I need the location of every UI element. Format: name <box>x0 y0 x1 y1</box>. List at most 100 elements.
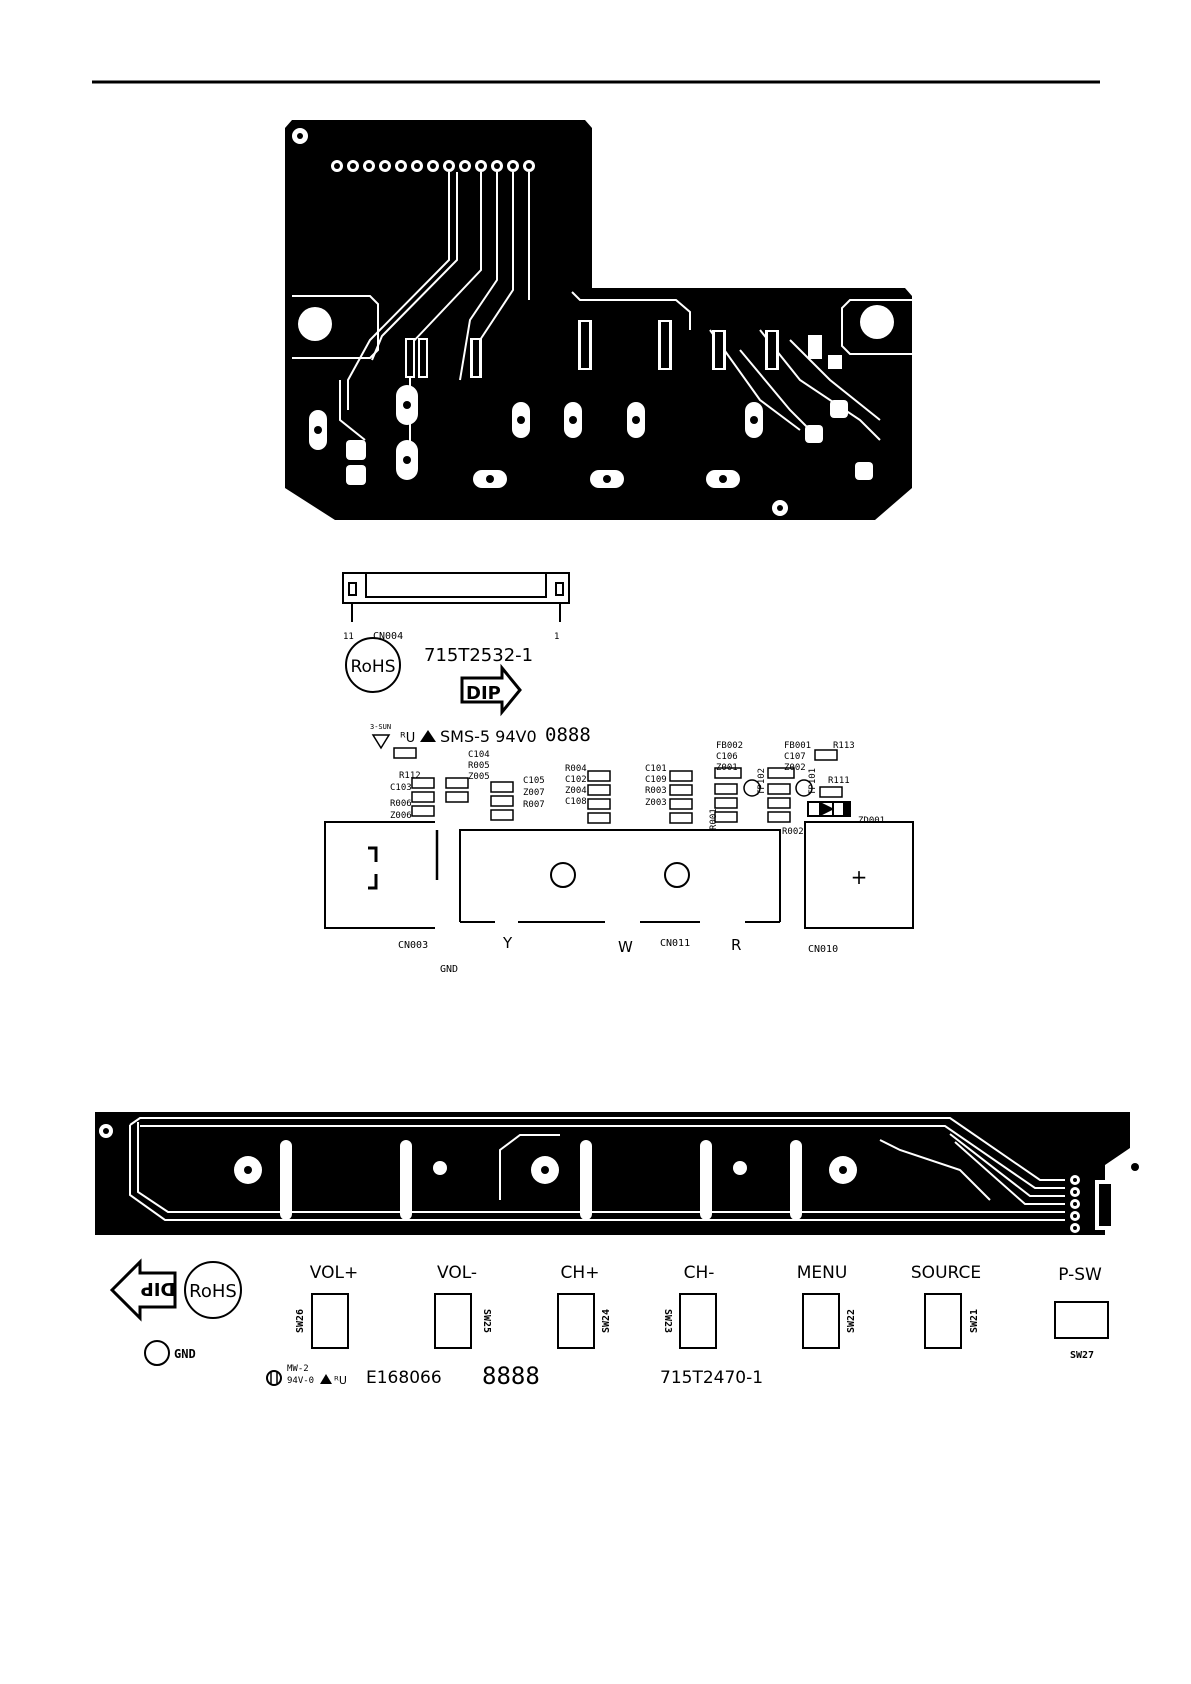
board-a-labels: 11 CN004 1 RoHS 715T2532-1 DIP 3-SUN ᴿU … <box>343 631 885 975</box>
board-b-copper-layer <box>95 1112 1139 1235</box>
component-label: Z004 <box>565 786 587 796</box>
cn010-label: CN010 <box>808 944 838 955</box>
dip-label: DIP <box>466 683 501 704</box>
board-a-material-code: SMS-5 94V0 <box>440 727 537 746</box>
component-label: R111 <box>828 776 850 786</box>
switch-outline <box>802 1293 840 1349</box>
switch-label: SW27 <box>1070 1350 1094 1361</box>
component-label: R005 <box>468 761 490 771</box>
ul-mark-icon: ᴿU <box>400 731 415 746</box>
switch-outline <box>434 1293 472 1349</box>
component-label: C106 <box>716 752 738 762</box>
dip-arrow-outline <box>460 663 522 717</box>
button-source: SOURCE SW21 <box>911 1263 981 1349</box>
component-label: R001 <box>709 808 719 830</box>
cn004-pin-first-label: 11 <box>343 632 354 642</box>
zd001-diode <box>807 801 851 817</box>
component-label: R112 <box>399 771 421 781</box>
component-label: C108 <box>565 797 587 807</box>
component-label: C104 <box>468 750 490 760</box>
cert-code: E168066 <box>366 1368 442 1388</box>
component-label: C109 <box>645 775 667 785</box>
switch-label: SW23 <box>662 1309 673 1333</box>
component-label: R004 <box>565 764 587 774</box>
component-label: Z002 <box>784 763 806 773</box>
switch-outline <box>924 1293 962 1349</box>
board-a-silkscreen <box>324 572 914 929</box>
button-ch-plus: CH+ SW24 <box>557 1263 612 1349</box>
button-p-sw: P-SW SW27 <box>1054 1265 1109 1361</box>
board-a-date-code: 0888 <box>545 724 591 746</box>
component-label: FB002 <box>716 741 743 751</box>
component-label: Z001 <box>716 763 738 773</box>
board-b-rohs-circle <box>184 1261 242 1319</box>
flame-rating-icon <box>266 1370 282 1386</box>
button-label: MENU <box>797 1263 848 1283</box>
material-code-line-2: 94V-0 <box>287 1376 314 1386</box>
warning-triangle-icon <box>420 730 436 742</box>
component-label: R006 <box>390 799 412 809</box>
component-label: C107 <box>784 752 806 762</box>
cn004-pin-last-label: 1 <box>554 632 559 642</box>
vendor-mark: 3-SUN <box>370 723 391 731</box>
board-b-dip-label: DIP <box>141 1278 176 1299</box>
board-b-dip-arrow-outline <box>109 1258 177 1322</box>
switch-outline <box>679 1293 717 1349</box>
fiducial-dot <box>1131 1163 1139 1171</box>
material-code-line-1: MW-2 <box>287 1364 309 1374</box>
component-label: Z007 <box>523 788 545 798</box>
mount-hole <box>298 307 332 341</box>
color-label-y: Y <box>502 934 513 952</box>
button-label: VOL- <box>437 1263 477 1283</box>
board-b-date-code: 8888 <box>482 1362 540 1390</box>
component-label: TP102 <box>757 768 767 795</box>
component-label: R003 <box>645 786 667 796</box>
button-menu: MENU SW22 <box>797 1263 857 1349</box>
board-b-silkscreen: DIP RoHS GND VOL+ SW26 VOL- SW25 CH+ SW2… <box>109 1258 1109 1390</box>
button-label: CH- <box>684 1263 715 1283</box>
button-label: P-SW <box>1058 1265 1102 1285</box>
button-vol-minus: VOL- SW25 <box>434 1263 492 1349</box>
cn004-label: CN004 <box>373 631 403 642</box>
button-label: SOURCE <box>911 1263 981 1283</box>
ul-mark-icon: ᴿU <box>334 1374 347 1387</box>
component-label: C105 <box>523 776 545 786</box>
switch-label: SW21 <box>969 1309 980 1333</box>
component-label: ZD001 <box>858 816 885 826</box>
board-a-gnd-label: GND <box>440 964 458 975</box>
component-label: C101 <box>645 764 667 774</box>
color-label-r: R <box>731 936 741 954</box>
gnd-pad-outline <box>144 1340 170 1366</box>
warning-triangle-icon <box>320 1374 332 1384</box>
component-label: C103 <box>390 783 412 793</box>
component-label: Z006 <box>390 811 412 821</box>
switch-label: SW25 <box>481 1309 492 1333</box>
cn011-label: CN011 <box>660 938 690 949</box>
switch-label: SW22 <box>846 1309 857 1333</box>
button-ch-minus: CH- SW23 <box>662 1263 717 1349</box>
button-label: CH+ <box>561 1263 600 1283</box>
component-label: Z003 <box>645 798 667 808</box>
switch-label: SW24 <box>601 1309 612 1333</box>
switch-outline <box>557 1293 595 1349</box>
component-label: R002 <box>782 827 804 837</box>
cn004-connector-outline <box>342 572 570 622</box>
component-label: TP101 <box>808 768 818 795</box>
board-b-part-number: 715T2470-1 <box>660 1368 763 1388</box>
cn010-plus-symbol: + <box>851 865 868 889</box>
component-label: C102 <box>565 775 587 785</box>
cn011-outline <box>459 829 781 923</box>
mount-hole <box>860 305 894 339</box>
color-label-w: W <box>618 938 633 956</box>
board-a-copper-layer <box>285 120 912 520</box>
cn003-outline <box>324 821 439 929</box>
switch-label: SW26 <box>295 1309 306 1333</box>
switch-outline <box>311 1293 349 1349</box>
cn003-label: CN003 <box>398 940 428 951</box>
board-b-gnd-label: GND <box>174 1347 196 1361</box>
board-a-part-number: 715T2532-1 <box>424 645 533 666</box>
cn010-outline <box>804 821 914 929</box>
component-label: Z005 <box>468 772 490 782</box>
component-label: R007 <box>523 800 545 810</box>
